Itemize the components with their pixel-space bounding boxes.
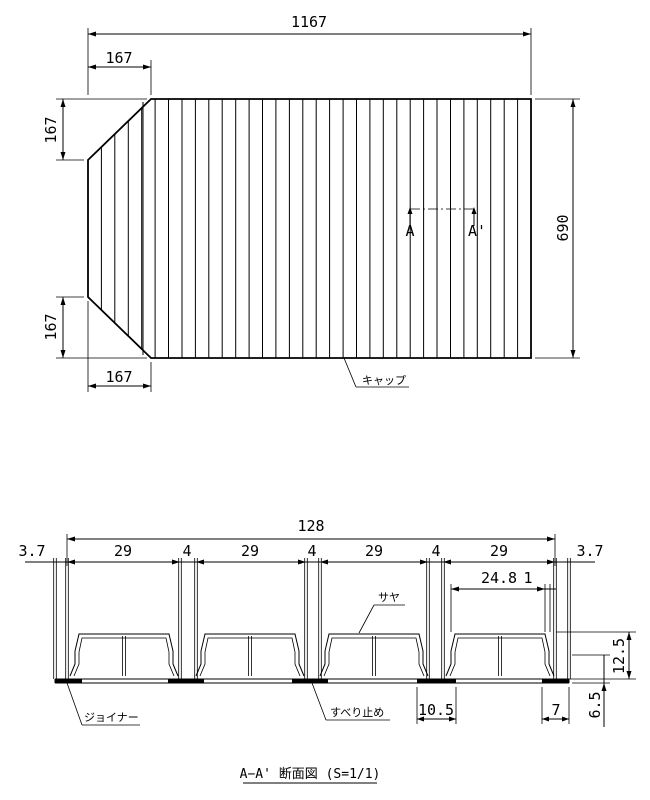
overall-height-label: 690	[554, 214, 572, 241]
plan-view	[87, 98, 532, 359]
dim-corner-height-top: 167	[42, 98, 147, 161]
section-mark: A A'	[405, 207, 486, 240]
foot-width-b-label: 7	[551, 701, 560, 719]
section-overall-label: 128	[297, 517, 324, 535]
dim-section-overall: 128	[66, 517, 556, 566]
section-view	[53, 558, 571, 684]
dim-section-row: 3.7 29 4 29 4 29 4 29 3.7	[18, 542, 604, 565]
sheath-profile-inner	[73, 637, 175, 677]
non-slip-foot	[417, 679, 456, 683]
section-title: A−A' 断面図 (S=1/1)	[240, 767, 381, 784]
sheath-callout: サヤ	[358, 591, 405, 634]
dim-overall-height: 690	[535, 98, 580, 359]
edge-right-label: 3.7	[576, 542, 603, 560]
joiner-walls	[53, 558, 571, 679]
section-title-text: A−A' 断面図 (S=1/1)	[240, 767, 381, 782]
gap-2-label: 4	[307, 542, 316, 560]
non-slip-foot	[168, 679, 204, 683]
corner-height-bottom-label: 167	[42, 313, 60, 340]
cap-callout: キャップ	[343, 357, 409, 388]
panel-width-2-label: 29	[241, 542, 259, 560]
sheath-profile-inner	[199, 637, 301, 677]
dim-overall-width: 1167	[87, 13, 532, 95]
edge-left-label: 3.7	[18, 542, 45, 560]
inner-width-label: 24.8	[481, 569, 517, 587]
foot-width-a-label: 10.5	[418, 701, 454, 719]
cover-outline	[87, 98, 532, 359]
non-slip-foot	[292, 679, 328, 683]
non-slip-foot	[55, 679, 82, 683]
sheath-profile	[445, 633, 555, 677]
sheath-profile-inner	[449, 637, 551, 677]
non-slip-feet	[55, 679, 569, 683]
dim-foot-width-b: 7	[541, 687, 570, 724]
cap-label: キャップ	[362, 374, 406, 387]
dim-corner-width-bottom: 167	[87, 301, 152, 392]
joiner-label: ジョイナー	[84, 711, 139, 724]
non-slip-foot	[542, 679, 569, 683]
corner-height-top-label: 167	[42, 116, 60, 143]
dim-corner-width-top: 167	[88, 49, 152, 95]
foot-height-label: 6.5	[586, 691, 604, 718]
height-label: 12.5	[610, 638, 628, 674]
section-mark-a: A	[405, 222, 414, 240]
section-mark-a-prime: A'	[468, 222, 486, 240]
dim-foot-width-a: 10.5	[416, 687, 457, 724]
overall-width-label: 1167	[291, 13, 327, 31]
dim-inner-width: 24.8 1	[450, 569, 556, 632]
corner-width-bottom-label: 167	[105, 368, 132, 386]
dim-foot-height: 6.5	[572, 654, 610, 727]
sheath-profile	[319, 633, 429, 677]
gap-1-label: 4	[182, 542, 191, 560]
nonslip-callout: すべり止め	[311, 682, 390, 721]
nonslip-label: すべり止め	[330, 706, 384, 719]
sheath-label: サヤ	[378, 591, 400, 604]
corner-width-top-label: 167	[105, 49, 132, 67]
gap-3-label: 4	[431, 542, 440, 560]
panel-width-4-label: 29	[490, 542, 508, 560]
cover-slats	[100, 99, 519, 358]
dim-corner-height-bottom: 167	[42, 296, 147, 359]
wall-label: 1	[523, 569, 532, 587]
sheath-profile	[69, 633, 179, 677]
panel-width-1-label: 29	[114, 542, 132, 560]
sheath-profile-inner	[323, 637, 425, 677]
dim-height: 12.5	[556, 631, 636, 680]
sheath-profile	[195, 633, 305, 677]
joiner-callout: ジョイナー	[66, 682, 140, 726]
sheath-panels	[69, 633, 555, 677]
panel-width-3-label: 29	[365, 542, 383, 560]
